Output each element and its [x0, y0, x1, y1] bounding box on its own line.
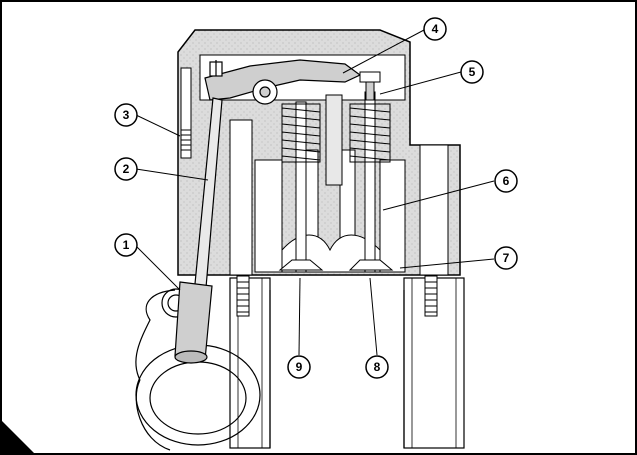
- callout-4-label: 4: [432, 22, 439, 36]
- corner-mark: [1, 420, 35, 454]
- callout-3-label: 3: [123, 108, 130, 122]
- callout-9: 9: [287, 355, 311, 379]
- valve-guide-center: [325, 94, 343, 186]
- callout-8-label: 8: [374, 360, 381, 374]
- callout-5: 5: [460, 60, 484, 84]
- leader-lines: [135, 29, 495, 356]
- callout-2-label: 2: [123, 162, 130, 176]
- pushrod: [174, 97, 223, 364]
- rocker-cover-bolt: [180, 67, 192, 159]
- callout-2: 2: [114, 157, 138, 181]
- callout-7-label: 7: [503, 251, 510, 265]
- rocker-arm: [204, 59, 362, 105]
- valve-left: [278, 101, 324, 273]
- callout-8: 8: [365, 355, 389, 379]
- valve-adjuster: [359, 71, 381, 101]
- callout-4: 4: [423, 17, 447, 41]
- callout-6-label: 6: [503, 174, 510, 188]
- callout-5-label: 5: [469, 65, 476, 79]
- callout-6: 6: [494, 169, 518, 193]
- valve-springs: [281, 103, 391, 163]
- callout-3: 3: [114, 103, 138, 127]
- head-bolts-lower: [236, 275, 438, 317]
- callout-9-label: 9: [296, 360, 303, 374]
- valve-right: [348, 91, 394, 273]
- callout-7: 7: [494, 246, 518, 270]
- callout-1: 1: [114, 233, 138, 257]
- callout-1-label: 1: [123, 238, 130, 252]
